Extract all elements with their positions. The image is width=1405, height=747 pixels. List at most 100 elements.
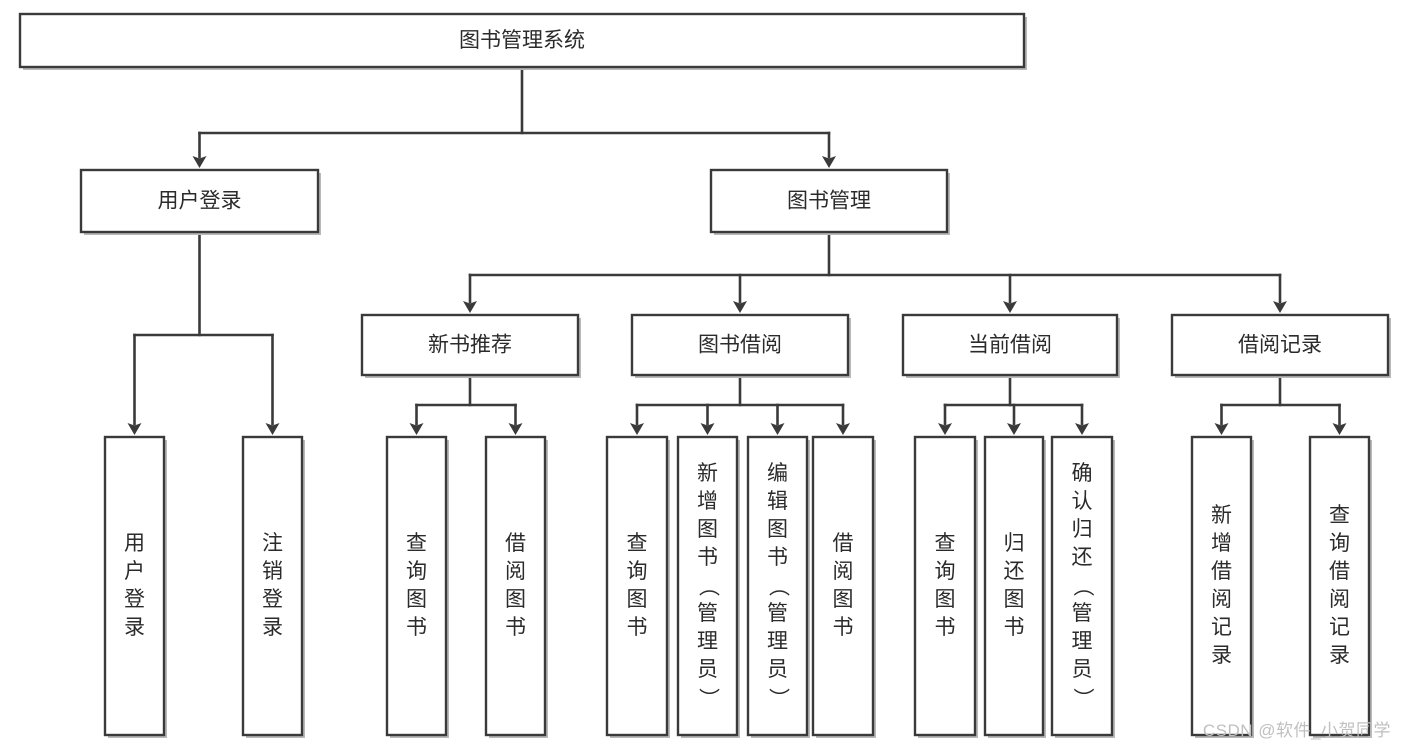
node-新书推荐[interactable]: 新书推荐 [360,313,581,378]
node-label: 用户登录 [158,190,242,213]
node-label-char: 记 [1211,616,1232,639]
node-rect[interactable] [18,12,1026,69]
node-rect[interactable] [1308,435,1371,737]
node-label-char: 阅 [1329,588,1350,611]
node-rect[interactable] [241,435,304,737]
node-rect[interactable] [103,435,166,737]
node-label-char: 借 [833,532,854,555]
node-label-char: 编 [767,462,788,485]
node-rect[interactable] [676,435,739,737]
node-rect[interactable] [913,435,977,737]
node-label-char: 图 [935,588,956,611]
node-label-char: 阅 [833,560,854,583]
node-label-char: 还 [1004,560,1025,583]
node-label-char: 询 [1329,532,1350,555]
node-label-char: 认 [1072,490,1093,513]
node-label-char: （ [697,576,720,597]
node-当前借阅[interactable]: 当前借阅 [901,313,1120,378]
node-label-char: 管 [697,602,718,625]
node-图书管理系统[interactable]: 图书管理系统 [18,12,1027,70]
node-用户登录[interactable]: 用户登录 [103,435,167,738]
node-rect[interactable] [630,313,850,377]
node-label-char: （ [1071,576,1094,597]
node-label-char: 查 [406,532,427,555]
node-label-char: 图 [767,518,788,541]
node-label-char: 书 [767,546,788,569]
node-rect[interactable] [605,435,669,737]
node-label-char: 销 [262,560,283,583]
node-label-char: 图 [833,588,854,611]
node-label-char: 员 [1072,658,1093,681]
node-label-char: 图 [627,588,648,611]
node-label: 借阅记录 [1238,334,1322,357]
node-label-char: 查 [935,532,956,555]
node-label-char: 员 [697,658,718,681]
node-rect[interactable] [385,435,448,737]
node-rect[interactable] [983,435,1045,737]
node-rect[interactable] [1050,435,1114,737]
node-借阅记录[interactable]: 借阅记录 [1170,313,1391,378]
node-label-char: 理 [767,630,788,653]
node-rect[interactable] [746,435,809,737]
node-label-char: 辑 [767,490,788,513]
node-用户登录[interactable]: 用户登录 [79,168,321,235]
node-label-char: 书 [406,616,427,639]
node-label-char: 录 [262,616,283,639]
node-label-char: 归 [1072,518,1093,541]
node-label-char: 注 [262,532,283,555]
node-label-char: 查 [627,532,648,555]
node-label-char: 书 [1004,616,1025,639]
node-rect[interactable] [1190,435,1253,737]
node-label-char: 图 [1004,588,1025,611]
node-label-char: 确 [1072,462,1093,485]
node-label-char: 借 [505,532,526,555]
node-label-char: 归 [1004,532,1025,555]
node-label-char: 员 [767,658,788,681]
node-label-char: 书 [697,546,718,569]
node-图书管理[interactable]: 图书管理 [709,168,950,235]
node-label-char: 查 [1329,504,1350,527]
node-label-char: 图 [505,588,526,611]
node-label-char: ） [697,688,720,709]
node-layer: 图书管理系统用户登录图书管理新书推荐图书借阅当前借阅借阅记录用户登录注销登录查询… [18,12,1391,738]
node-label-char: 管 [1072,602,1093,625]
node-label-char: 录 [1329,644,1350,667]
node-label-char: 登 [124,588,145,611]
node-rect[interactable] [1170,313,1390,377]
node-label-char: 借 [1211,560,1232,583]
node-label-char: 图 [697,518,718,541]
node-图书借阅[interactable]: 图书借阅 [630,313,851,378]
node-rect[interactable] [811,435,875,737]
node-label-char: 户 [124,560,145,583]
node-label-char: 书 [505,616,526,639]
node-label-char: 询 [627,560,648,583]
node-label-char: 书 [935,616,956,639]
node-rect[interactable] [901,313,1119,377]
node-label-char: 用 [124,532,145,555]
node-label-char: 登 [262,588,283,611]
node-rect[interactable] [709,168,949,234]
node-rect[interactable] [484,435,547,737]
node-label: 图书管理系统 [459,29,585,52]
node-label: 图书借阅 [698,334,782,357]
node-label-char: 理 [697,630,718,653]
connector-layer [127,65,1347,435]
node-label-char: 录 [124,616,145,639]
node-label-char: 新 [697,462,718,485]
node-rect[interactable] [360,313,580,377]
node-rect[interactable] [79,168,320,234]
node-label-char: 增 [697,490,718,513]
